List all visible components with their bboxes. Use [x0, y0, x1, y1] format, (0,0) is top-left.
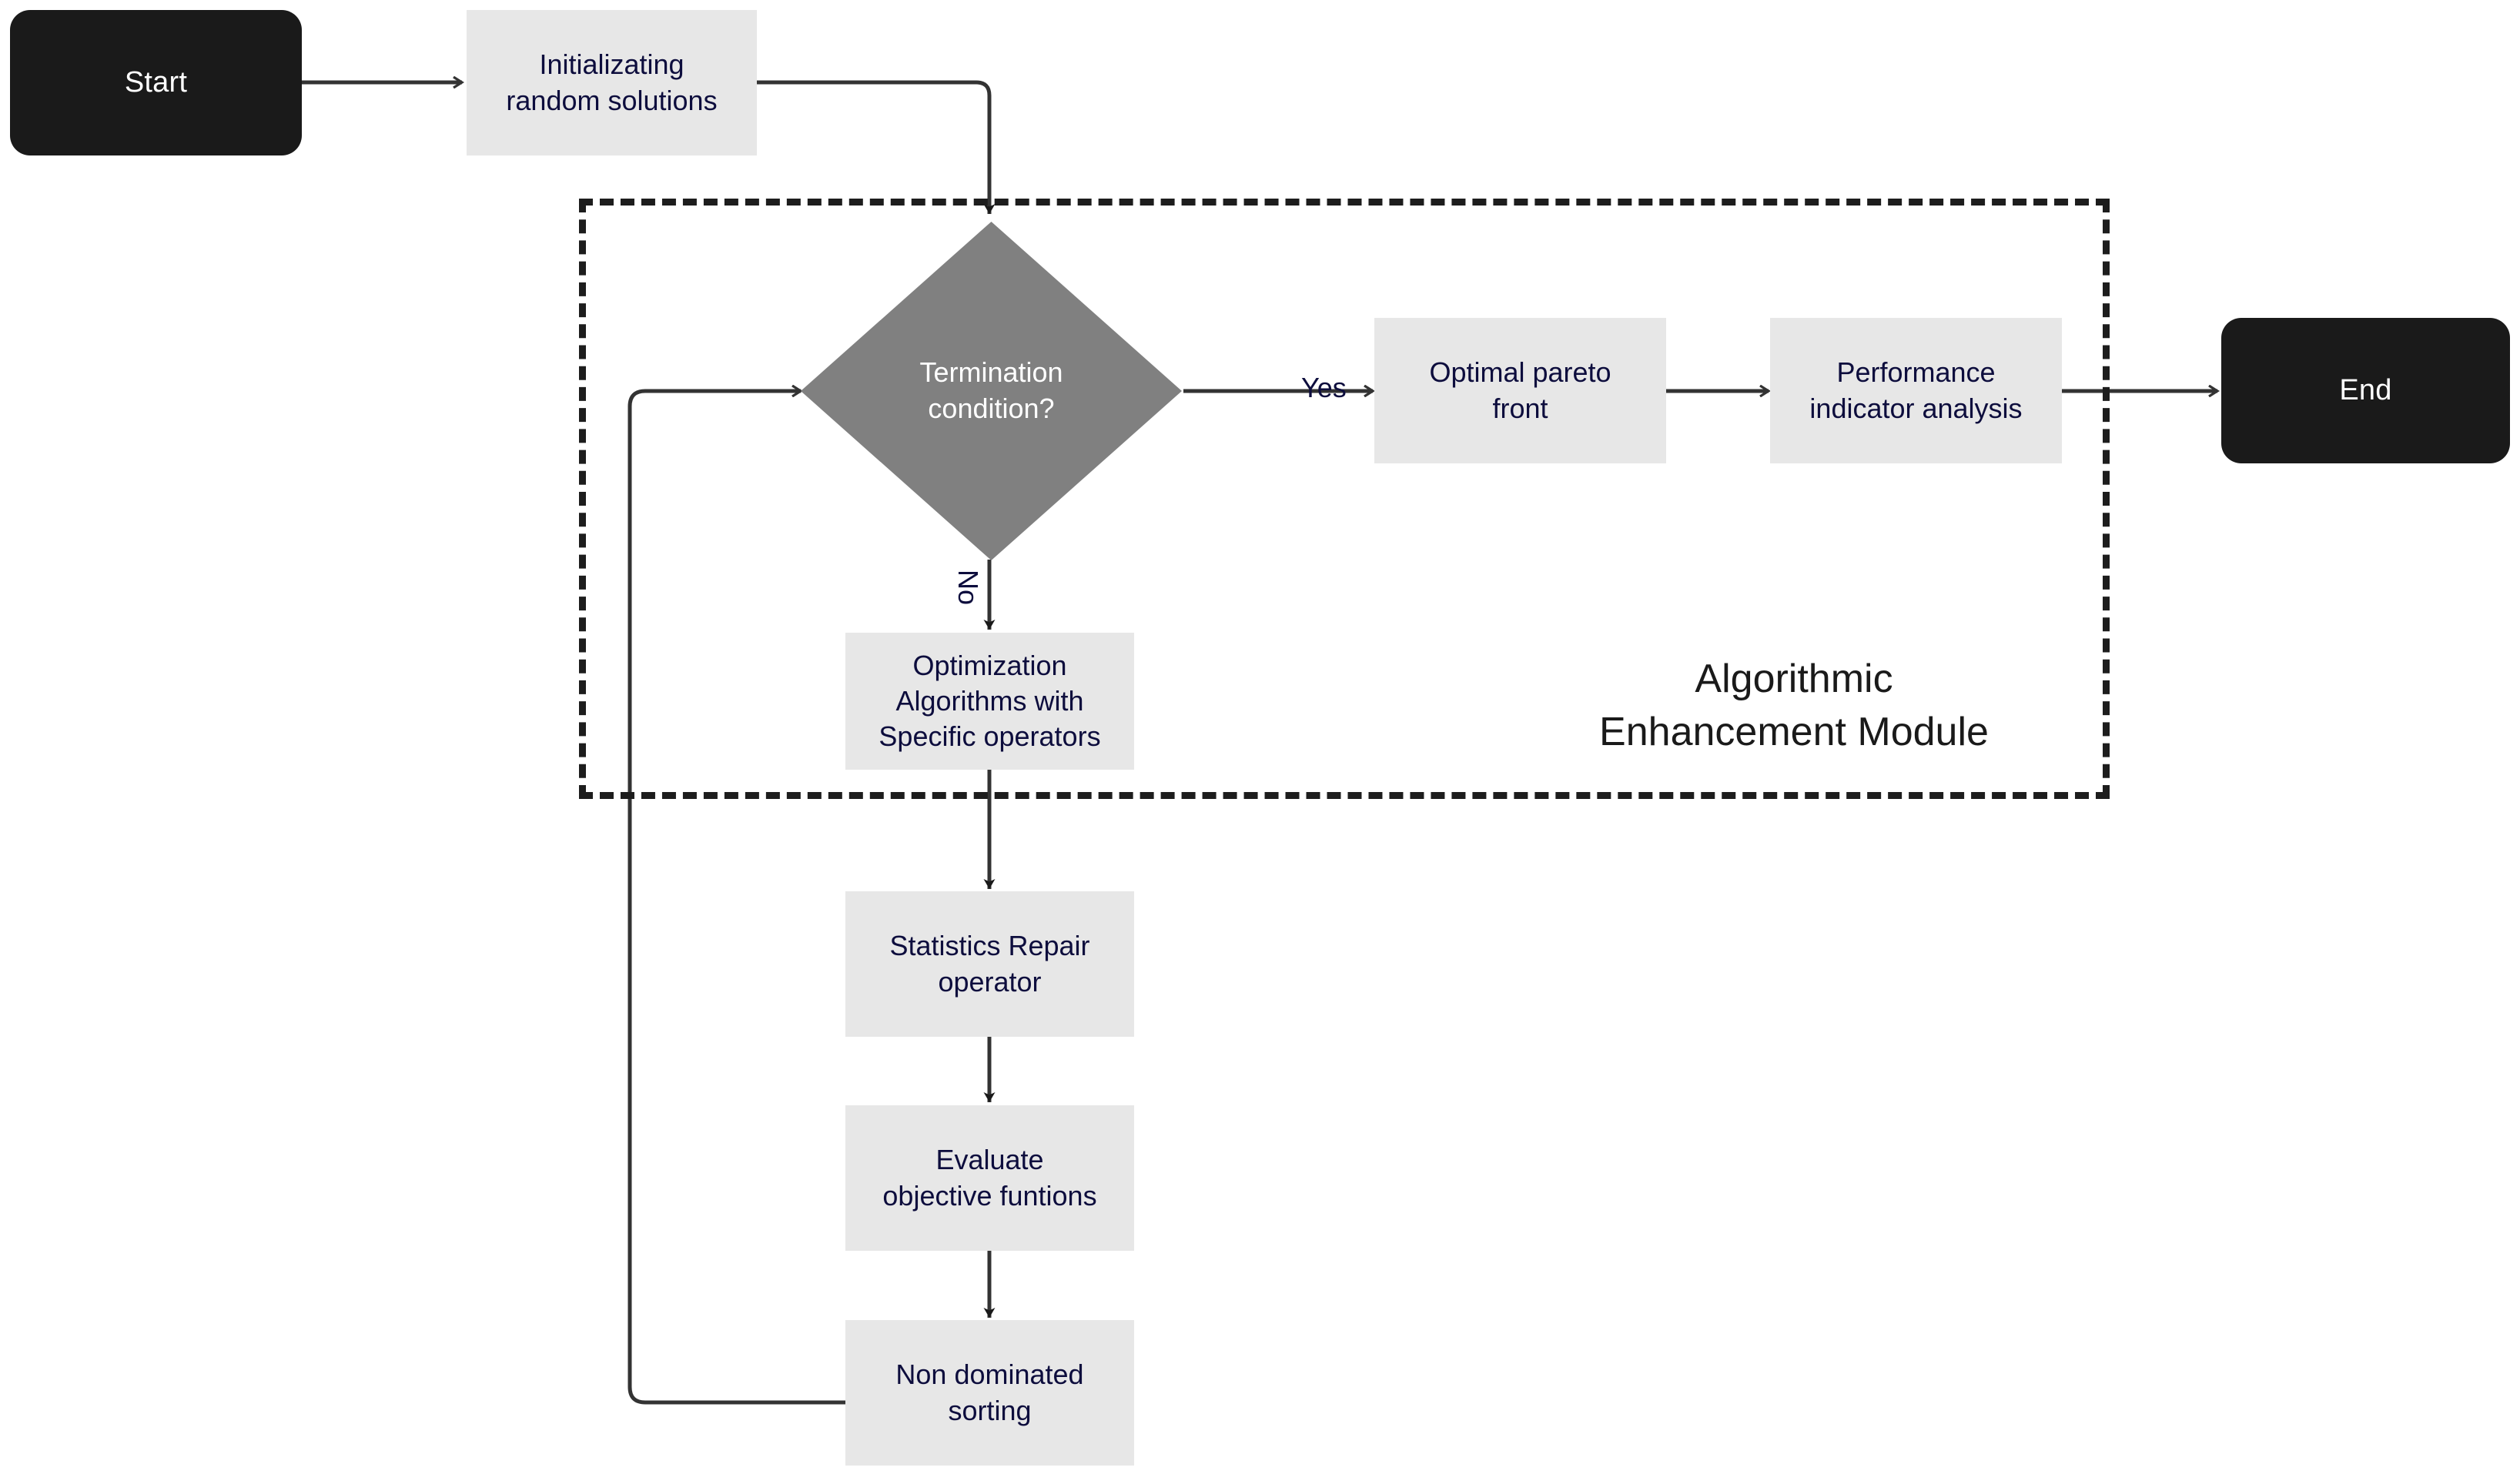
node-performance-indicator-analysis-label: Performance indicator analysis [1809, 356, 2023, 424]
node-start-label: Start [124, 66, 188, 99]
edge-label-no: No [952, 570, 984, 606]
node-non-dominated-sorting[interactable]: Non dominated sorting [845, 1320, 1134, 1466]
edge-init-to-termination [757, 80, 996, 214]
node-performance-indicator-analysis[interactable]: Performance indicator analysis [1770, 318, 2062, 463]
node-evaluate-objective-functions-label: Evaluate objective funtions [882, 1144, 1097, 1212]
node-evaluate-objective-functions[interactable]: Evaluate objective funtions [845, 1105, 1134, 1251]
node-end-label: End [2339, 374, 2392, 406]
node-non-dominated-sorting-label: Non dominated sorting [895, 1359, 1084, 1426]
node-optimization-algorithms-label: Optimization Algorithms with Specific op… [878, 649, 1101, 753]
node-start[interactable]: Start [10, 10, 302, 155]
node-initializing-random-solutions-label: Initializating random solutions [506, 48, 718, 116]
module-title: Algorithmic Enhancement Module [1599, 657, 1989, 755]
node-termination-condition[interactable]: Termination condition? [801, 222, 1182, 560]
node-statistics-repair-operator[interactable]: Statistics Repair operator [845, 891, 1134, 1037]
node-optimal-pareto-front-label: Optimal pareto front [1429, 356, 1611, 424]
node-termination-condition-label: Termination condition? [919, 356, 1063, 424]
node-statistics-repair-operator-label: Statistics Repair operator [889, 930, 1090, 998]
edge-sorting-feedback-loop [627, 391, 847, 1405]
algorithmic-enhancement-module-boundary [579, 199, 2110, 799]
edge-label-yes: Yes [1301, 372, 1347, 403]
node-optimal-pareto-front[interactable]: Optimal pareto front [1374, 318, 1666, 463]
node-optimization-algorithms[interactable]: Optimization Algorithms with Specific op… [845, 633, 1134, 770]
node-end[interactable]: End [2221, 318, 2510, 463]
node-initializing-random-solutions[interactable]: Initializating random solutions [467, 10, 757, 155]
